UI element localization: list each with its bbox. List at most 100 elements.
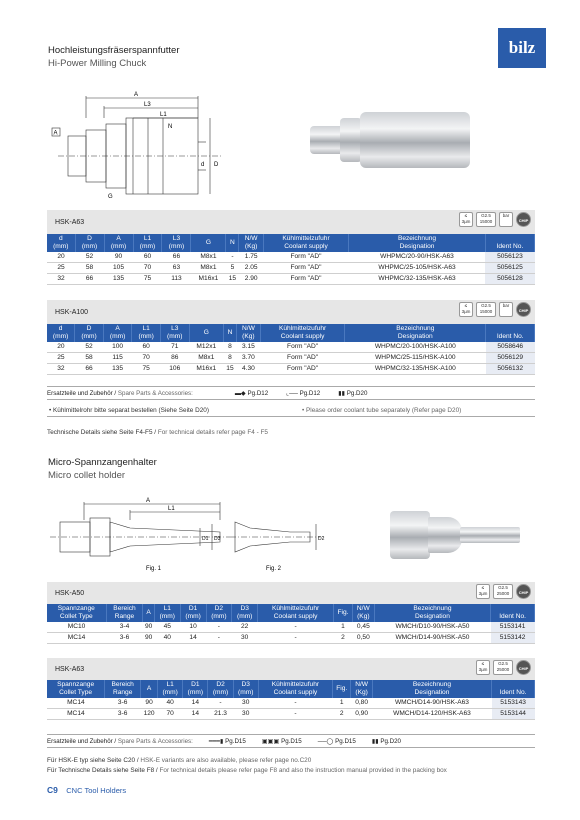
table-cell: 1: [332, 698, 351, 709]
table-cell: -: [225, 252, 239, 263]
dim-a-label: A: [134, 92, 138, 98]
table-cell: 22: [231, 622, 258, 633]
spare-ref[interactable]: Pg.D20: [346, 389, 368, 397]
column-header: d(mm): [47, 234, 76, 252]
spares-label-en: Spare Parts & Accessories:: [117, 389, 193, 397]
column-header: D2(mm): [207, 680, 234, 698]
footnote-tech-details: Für Technische Details siehe Seite F8 / …: [47, 767, 447, 774]
spare-parts-bar: Ersatzteile und Zubehör / Spare Parts & …: [47, 386, 535, 400]
table-cell: 3-4: [106, 622, 143, 633]
table-cell: 113: [161, 273, 191, 285]
column-header: Ident No.: [485, 324, 535, 342]
spare-ref[interactable]: Pg.D15: [225, 737, 246, 745]
table-cell: 70: [131, 352, 161, 364]
table-cell: 5: [225, 262, 239, 274]
accuracy-icon: ≤ 3µm: [459, 302, 473, 317]
table-cell: M8x1: [190, 262, 226, 274]
table-cell: 25: [47, 262, 76, 274]
table-cell: Form "AD": [263, 262, 349, 274]
accuracy-icon: ≤ 3µm: [476, 584, 490, 599]
balance-icon: G2.5 25000: [493, 660, 513, 675]
table-cell: 10: [180, 622, 206, 633]
table-cell: 40: [154, 632, 181, 644]
column-header: L1(mm): [154, 604, 181, 622]
column-header: D1(mm): [182, 680, 209, 698]
table-cell: WMCH/D14-90/HSK-A63: [372, 698, 492, 709]
table-cell: 90: [142, 622, 155, 633]
table-cell: 52: [75, 252, 105, 263]
table-cell: 60: [133, 252, 162, 263]
column-header: L1(mm): [157, 680, 184, 698]
chip-icon: CHIP: [516, 584, 531, 599]
table-cell: 5056125: [485, 262, 535, 274]
table-cell: MC14: [47, 698, 105, 709]
spare-ref[interactable]: Pg.D12: [299, 389, 321, 397]
note-en: • Please order coolant tube separately (…: [302, 407, 462, 414]
column-header: D(mm): [74, 324, 104, 342]
spare-ref[interactable]: Pg.D12: [247, 389, 269, 397]
column-header: A: [140, 680, 159, 698]
table-cell: 71: [160, 342, 190, 353]
table-cell: 0,45: [352, 622, 375, 633]
spare-ref[interactable]: Pg.D20: [380, 737, 401, 745]
table-cell: 20: [47, 342, 75, 353]
table-cell: 5056129: [485, 352, 535, 364]
collet-holder-drawing: A L1 D1 D3 D2 Fig. 1 Fig. 2: [50, 498, 325, 572]
table-cell: 120: [140, 708, 158, 720]
spares-label-de: Ersatzteile und Zubehör: [47, 389, 113, 397]
table-cell: 1.75: [238, 252, 264, 263]
column-header: L3(mm): [160, 324, 190, 342]
spare-ref[interactable]: Pg.D15: [335, 737, 356, 745]
column-header: A(mm): [103, 324, 133, 342]
table-cell: 105: [104, 262, 134, 274]
table-cell: WMCH/D14-120/HSK-A63: [372, 708, 492, 720]
table-cell: 75: [133, 273, 162, 285]
table-title: HSK-A50: [55, 589, 85, 597]
spares-label-en: Spare Parts & Accessories:: [117, 737, 193, 745]
table-cell: 2.05: [238, 262, 264, 274]
table-title: HSK-A63: [55, 218, 85, 226]
column-header: N/W(Kg): [352, 604, 375, 622]
table-cell: 8: [223, 342, 237, 353]
column-header: G: [190, 234, 227, 252]
spare-ref[interactable]: Pg.D15: [281, 737, 302, 745]
page-number: C9: [47, 785, 58, 795]
table-cell: 115: [103, 352, 132, 364]
table-hsk-a63-collet: HSK-A63 ≤ 3µm G2.5 25000 CHIP Spannzange…: [47, 658, 535, 720]
table-cell: 21.3: [207, 708, 234, 720]
table-cell: 2.90: [238, 273, 264, 285]
table-cell: 58: [74, 352, 104, 364]
table-cell: WHPMC/32-135/HSK-A100: [344, 363, 486, 375]
accuracy-icon: ≤ 3µm: [459, 212, 473, 227]
dim-l1-label: L1: [168, 506, 175, 512]
table-cell: 90: [142, 632, 155, 644]
table-cell: 14: [182, 708, 208, 720]
table-title: HSK-A100: [55, 308, 89, 316]
column-header: N/W(Kg): [350, 680, 373, 698]
accuracy-icon: ≤ 3µm: [476, 660, 490, 675]
column-header: A(mm): [104, 234, 134, 252]
coolant-tube-icon: ▮▮: [371, 737, 379, 745]
table-cell: 135: [103, 363, 132, 375]
table-cell: 3.15: [236, 342, 261, 353]
table-cell: Form "AD": [260, 363, 345, 375]
table-cell: 3-6: [104, 708, 141, 720]
column-header: G: [189, 324, 225, 342]
spare-parts-bar: Ersatzteile und Zubehör / Spare Parts & …: [47, 734, 535, 748]
column-header: Ident No.: [491, 680, 535, 698]
column-header: D(mm): [75, 234, 105, 252]
column-header: L3(mm): [161, 234, 192, 252]
